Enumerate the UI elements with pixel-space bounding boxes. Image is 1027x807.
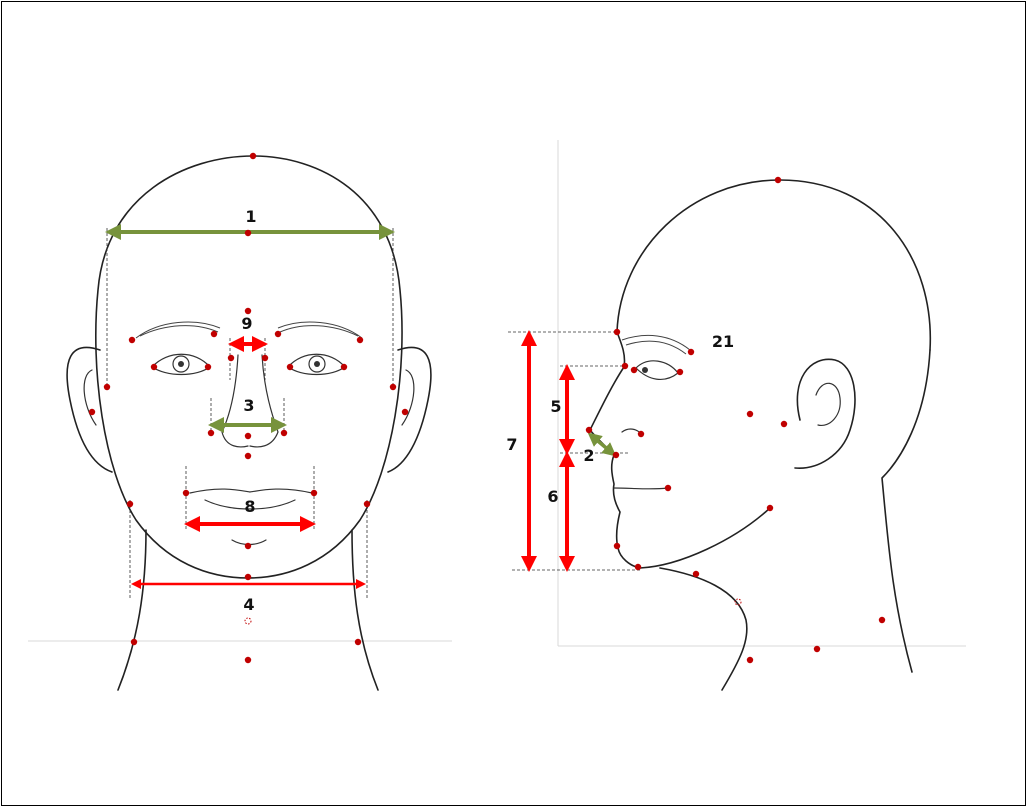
landmark-point <box>688 349 694 355</box>
front-mouth-line <box>190 489 312 493</box>
landmark-point <box>665 485 671 491</box>
front-label-8: 8 <box>244 497 255 516</box>
landmark-point <box>364 501 370 507</box>
landmark-point <box>275 331 281 337</box>
landmark-point <box>208 430 214 436</box>
front-label-4: 4 <box>243 595 254 614</box>
front-label-9: 9 <box>241 314 252 333</box>
front-left-ear-inner <box>84 370 96 425</box>
landmark-point <box>281 430 287 436</box>
landmark-point <box>211 331 217 337</box>
side-front-neck <box>660 568 747 690</box>
landmark-point <box>245 453 251 459</box>
landmark-point <box>767 505 773 511</box>
side-ear-inner <box>816 383 840 425</box>
landmark-point <box>127 501 133 507</box>
landmark-point <box>693 571 699 577</box>
landmark-point <box>613 452 619 458</box>
front-right-ear-inner <box>402 370 414 425</box>
side-ear <box>795 359 855 468</box>
landmark-point <box>131 639 137 645</box>
landmark-point <box>747 411 753 417</box>
front-neck-left <box>118 530 146 690</box>
landmark-point <box>638 431 644 437</box>
side-label-7: 7 <box>506 435 517 454</box>
landmark-point <box>390 384 396 390</box>
landmark-point <box>357 337 363 343</box>
landmark-point <box>228 355 234 361</box>
landmark-point <box>402 409 408 415</box>
landmark-point <box>287 364 293 370</box>
landmark-point <box>355 639 361 645</box>
front-right-eyebrow <box>278 322 362 338</box>
side-mouth <box>614 488 668 489</box>
landmark-point <box>245 574 251 580</box>
landmark-point <box>104 384 110 390</box>
front-neck-right <box>352 530 378 690</box>
front-right-eyebrow-2 <box>280 326 358 336</box>
side-view: 21 5 7 2 6 <box>506 140 966 690</box>
landmark-point <box>814 646 820 652</box>
side-label-6: 6 <box>547 487 558 506</box>
landmark-point <box>341 364 347 370</box>
side-label-5: 5 <box>550 397 561 416</box>
landmark-point-hidden <box>245 618 251 624</box>
landmark-point <box>781 421 787 427</box>
side-arrow-2 <box>593 437 611 452</box>
front-right-pupil <box>314 361 320 367</box>
landmark-point <box>129 337 135 343</box>
landmark-point <box>635 564 641 570</box>
front-label-3: 3 <box>243 396 254 415</box>
landmark-point <box>747 657 753 663</box>
side-face-profile <box>590 332 770 568</box>
side-eyebrow <box>622 335 690 350</box>
landmark-point <box>245 230 251 236</box>
landmark-point <box>586 427 592 433</box>
landmark-point <box>879 617 885 623</box>
landmark-point <box>183 490 189 496</box>
landmark-point <box>205 364 211 370</box>
side-label-21: 21 <box>712 332 734 351</box>
side-back-neck <box>882 350 930 672</box>
landmark-point <box>262 355 268 361</box>
landmark-point <box>775 177 781 183</box>
landmark-point <box>311 490 317 496</box>
front-left-ear <box>67 347 112 472</box>
side-pupil <box>642 367 648 373</box>
landmark-point <box>614 329 620 335</box>
landmark-point <box>245 543 251 549</box>
landmark-point <box>151 364 157 370</box>
landmark-point <box>614 543 620 549</box>
landmark-point <box>89 409 95 415</box>
side-head-outline <box>617 180 930 350</box>
landmark-point <box>631 367 637 373</box>
landmark-point <box>677 369 683 375</box>
landmark-point <box>250 153 256 159</box>
front-label-1: 1 <box>245 207 256 226</box>
side-eyebrow-2 <box>626 341 686 354</box>
landmark-point <box>245 657 251 663</box>
landmark-point <box>245 433 251 439</box>
front-left-eyebrow <box>136 322 220 338</box>
front-view: 1 9 3 8 4 <box>28 153 452 690</box>
side-landmarks <box>586 177 885 663</box>
side-label-2: 2 <box>583 446 594 465</box>
front-left-eyebrow-2 <box>140 326 218 336</box>
front-left-pupil <box>178 361 184 367</box>
landmark-point <box>622 363 628 369</box>
